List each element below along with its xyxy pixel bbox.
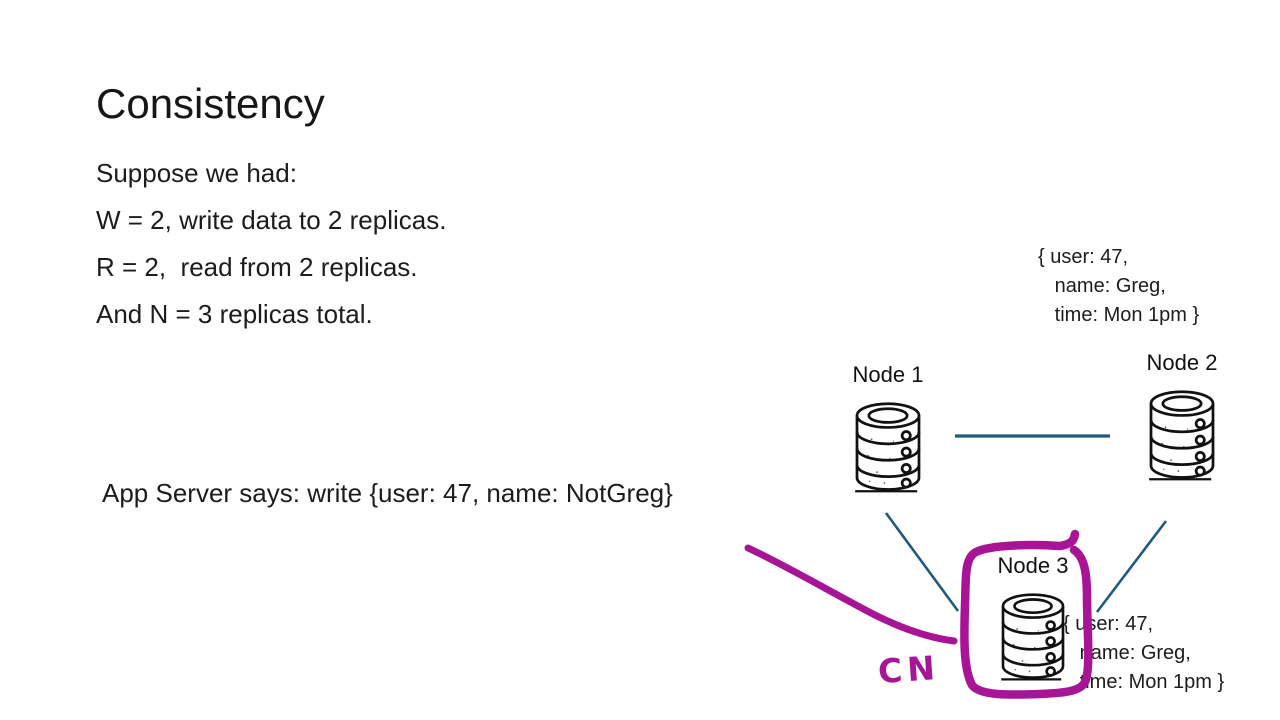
node-2: Node 2 bbox=[1137, 350, 1227, 482]
body-line: W = 2, write data to 2 replicas. bbox=[96, 205, 447, 235]
freehand-curve bbox=[744, 544, 958, 645]
node-2-label: Node 2 bbox=[1146, 350, 1218, 375]
node-1-label: Node 1 bbox=[852, 362, 924, 387]
data-note-node3: { user: 47, name: Greg, time: Mon 1pm } bbox=[1063, 610, 1224, 697]
data-note-line: { user: 47, bbox=[1038, 246, 1129, 268]
body-line: R = 2, read from 2 replicas. bbox=[96, 252, 418, 282]
body-line: And N = 3 replicas total. bbox=[96, 299, 373, 329]
page-title: Consistency bbox=[96, 80, 325, 127]
node-1: Node 1 bbox=[843, 362, 933, 494]
database-icon bbox=[1147, 389, 1217, 482]
data-note-line: name: Greg, bbox=[1038, 275, 1166, 297]
body-text-block: Suppose we had: W = 2, write data to 2 r… bbox=[96, 150, 446, 338]
handwritten-cn-label: CN bbox=[876, 647, 942, 692]
database-icon bbox=[853, 401, 923, 494]
node-3-label: Node 3 bbox=[997, 553, 1069, 578]
data-note-line: time: Mon 1pm } bbox=[1038, 304, 1200, 326]
data-note-line: name: Greg, bbox=[1063, 642, 1191, 664]
data-note-line: { user: 47, bbox=[1063, 613, 1154, 635]
app-server-caption: App Server says: write {user: 47, name: … bbox=[102, 478, 673, 508]
body-line: Suppose we had: bbox=[96, 158, 297, 188]
database-icon bbox=[999, 592, 1067, 682]
data-note-line: time: Mon 1pm } bbox=[1063, 671, 1225, 693]
data-note-node2: { user: 47, name: Greg, time: Mon 1pm } bbox=[1038, 243, 1199, 330]
